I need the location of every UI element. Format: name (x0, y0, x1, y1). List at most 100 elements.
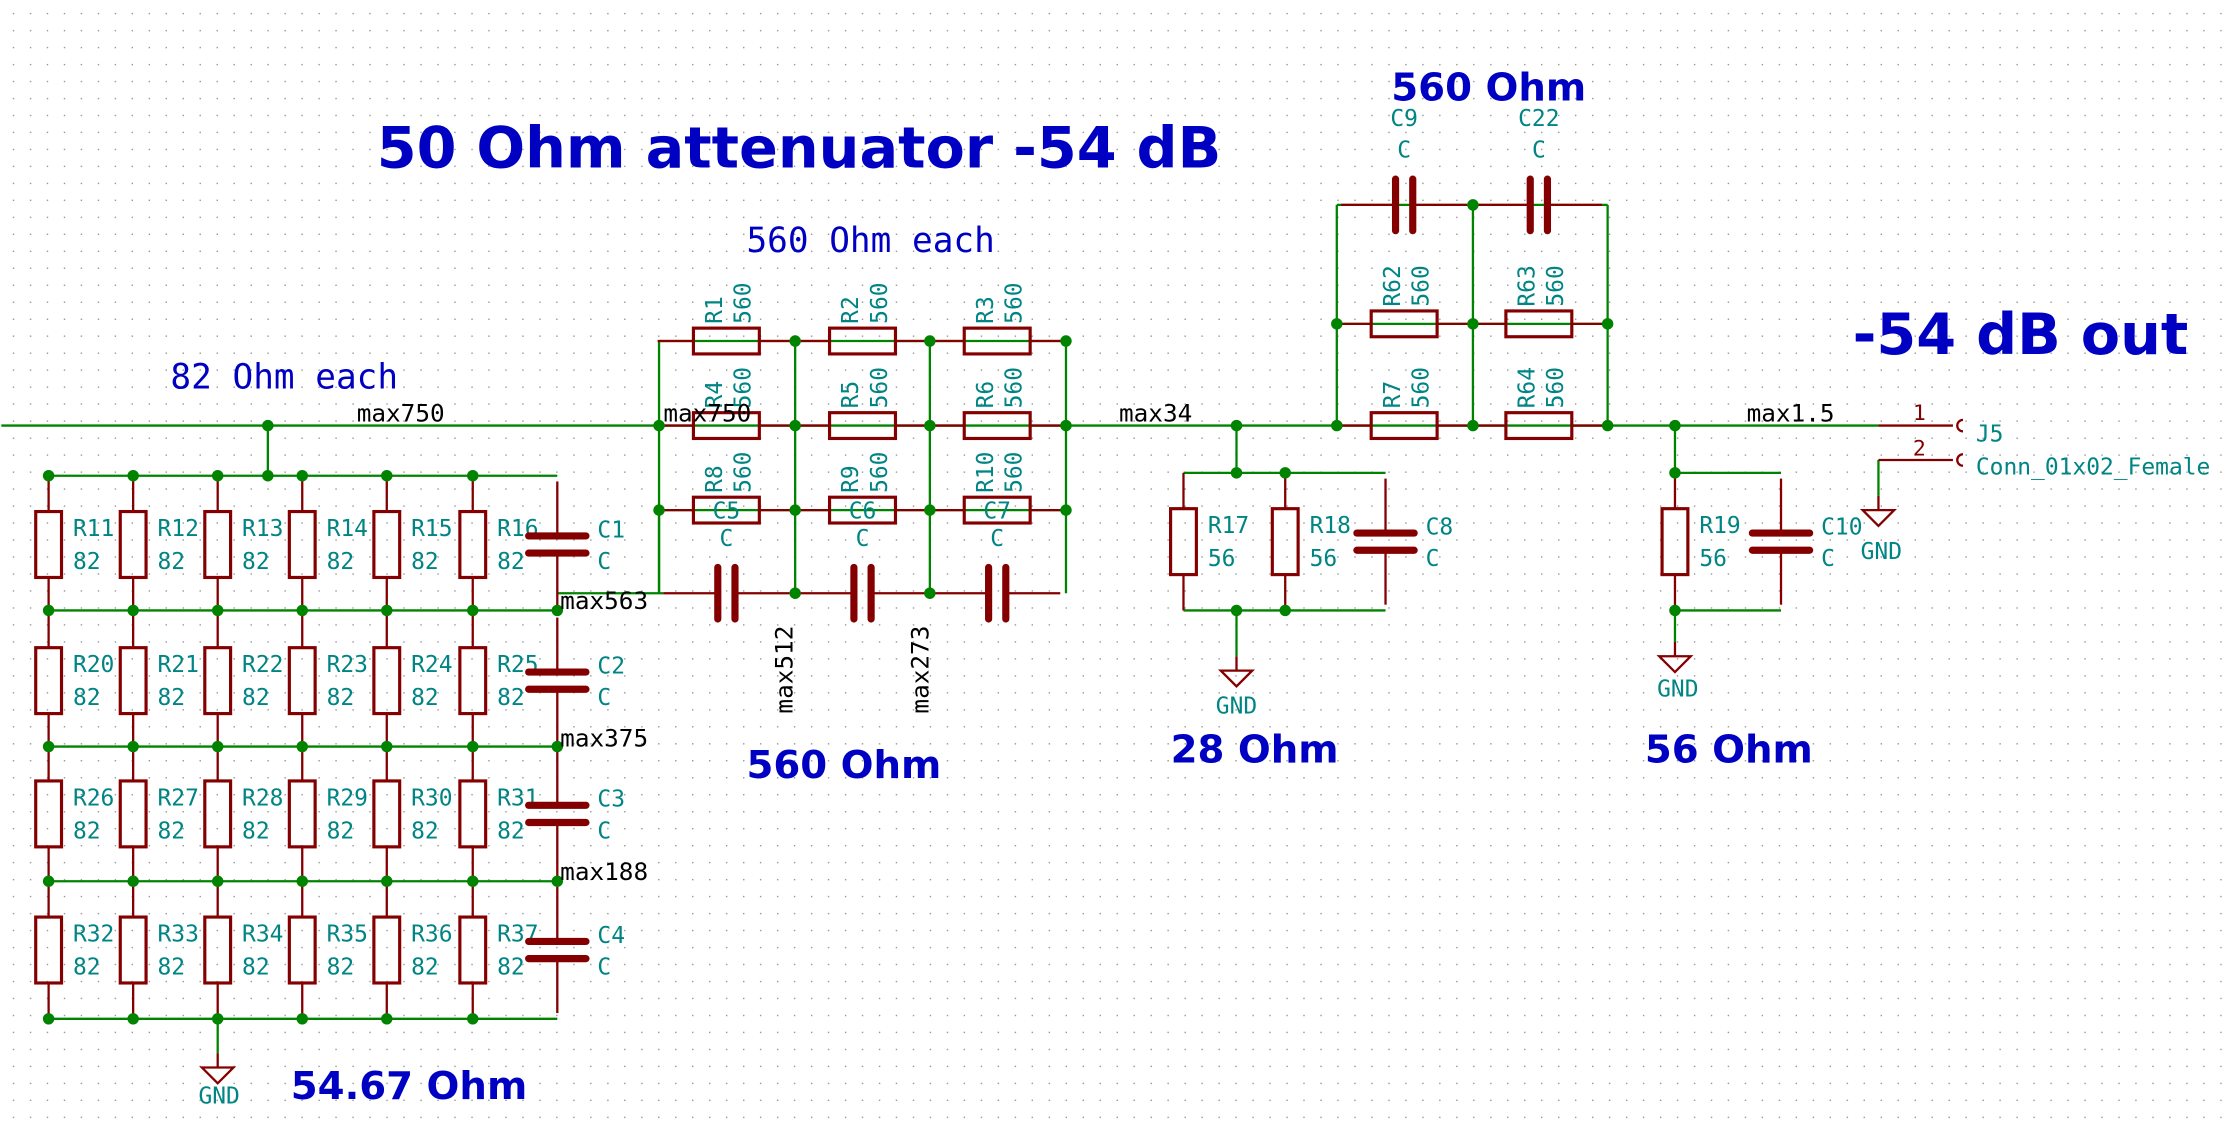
net-label-max1-5[interactable]: max1.5 (1747, 398, 1835, 427)
resistor-body-icon (691, 495, 761, 525)
net-label-max563[interactable]: max563 (560, 586, 648, 615)
junction-dot (924, 419, 936, 432)
resistor-value: 560 (1409, 265, 1435, 306)
resistor-ref: R26 (73, 785, 114, 811)
resistor-ref: R11 (73, 516, 114, 542)
capacitor-value: C (856, 526, 870, 552)
junction-dot (467, 1013, 479, 1025)
gnd-symbol[interactable]: GND (1656, 641, 1699, 702)
capacitor-value: C (597, 818, 611, 844)
junction-dot (1601, 419, 1614, 432)
capacitor-c3[interactable]: C3C (525, 750, 625, 877)
grid-impedance-heading: 54.67 Ohm (291, 1064, 528, 1109)
junction-dot (1467, 419, 1479, 432)
gnd-symbol[interactable]: GND (1216, 656, 1257, 720)
gnd-symbol[interactable]: GND (198, 1053, 240, 1109)
net-label-max188[interactable]: max188 (560, 857, 648, 886)
junction-dot (924, 504, 936, 516)
capacitor-value: C (597, 685, 611, 711)
capacitor-c9[interactable]: C9C (1341, 106, 1468, 235)
gnd-symbol[interactable]: GND (1859, 495, 1902, 565)
net-label-max34[interactable]: max34 (1119, 398, 1192, 427)
resistor-value: 82 (497, 685, 525, 711)
resistor-ref: R32 (73, 921, 114, 947)
net-label-max512[interactable]: max512 (769, 626, 798, 714)
capacitor-c4[interactable]: C4C (525, 886, 625, 1014)
capacitor-c1[interactable]: C1C (525, 481, 625, 608)
resistor-ref: R6 (973, 381, 999, 409)
connector-j5[interactable]: 1 2 J5 Conn_01x02_Female (1878, 401, 2210, 480)
junction-dot (296, 469, 308, 482)
resistor-ref: R14 (327, 516, 368, 542)
resistor-ref: R19 (1699, 513, 1740, 539)
capacitor-c5[interactable]: C (663, 526, 790, 623)
net-label-max750-input[interactable]: max750 (357, 398, 445, 427)
junction-dot (381, 875, 393, 887)
junction-dot (924, 587, 936, 599)
net-label-max375[interactable]: max375 (560, 724, 648, 753)
capacitor-c7[interactable]: C (934, 526, 1061, 623)
capacitor-c6[interactable]: C (799, 526, 926, 623)
resistor-body-icon (34, 915, 64, 985)
net-label-max750-series[interactable]: max750 (663, 398, 751, 427)
resistor-value: 82 (327, 685, 355, 711)
resistor-value: 82 (327, 818, 355, 844)
capacitor-c2[interactable]: C2C (525, 617, 625, 744)
capacitor-c8[interactable]: C8C (1353, 478, 1453, 605)
junction-dot (1060, 504, 1072, 516)
resistor-body-icon (287, 509, 317, 580)
resistor-ref: R36 (411, 921, 452, 947)
junction-dot (296, 604, 308, 617)
net-label-max273[interactable]: max273 (905, 626, 934, 714)
resistor-value: 82 (497, 549, 525, 575)
resistor-value: 82 (73, 685, 101, 711)
resistor-body-icon (287, 915, 317, 985)
connector-value: Conn_01x02_Female (1976, 454, 2210, 480)
resistor-value: 82 (327, 954, 355, 980)
resistor-ref: R33 (158, 921, 199, 947)
resistor-body-icon (1504, 309, 1574, 339)
